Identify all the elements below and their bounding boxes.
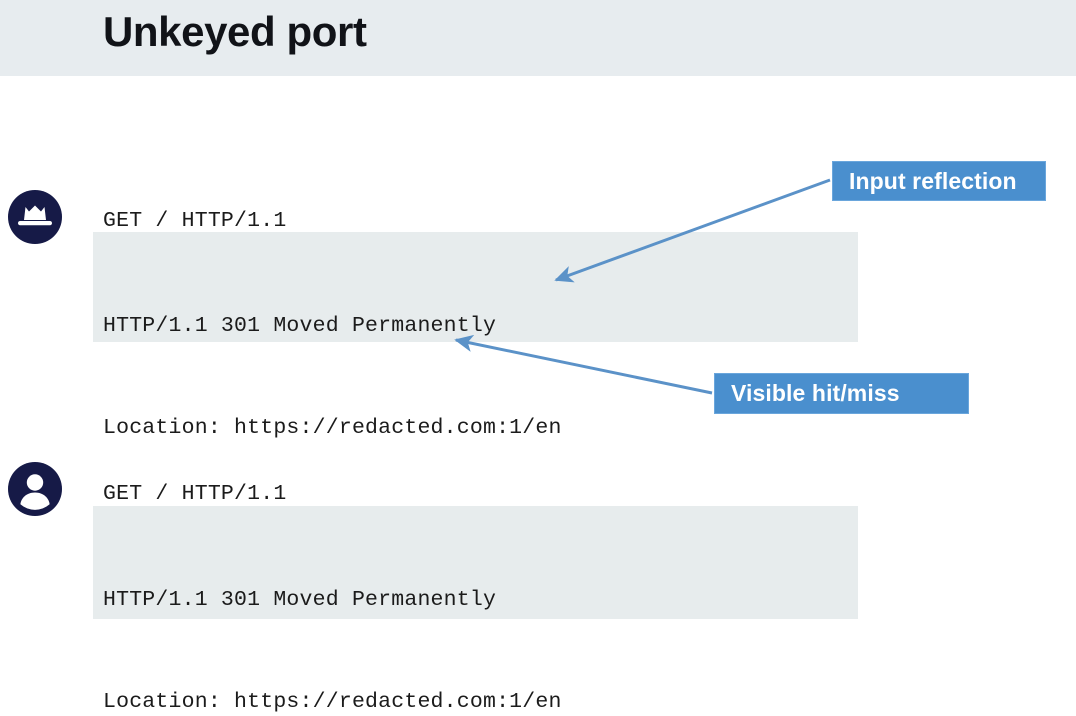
request-line: GET / HTTP/1.1: [103, 209, 287, 233]
callout-visible-hitmiss: Visible hit/miss: [714, 373, 969, 414]
location-header: Location: https://redacted.com:1/en: [103, 690, 562, 714]
slide-header-band: [0, 0, 1076, 76]
avatar-attacker: [8, 190, 62, 244]
request-line: GET / HTTP/1.1: [103, 482, 287, 506]
status-line: HTTP/1.1 301 Moved Permanently: [103, 314, 497, 338]
hat-avatar-icon: [8, 190, 62, 244]
victim-response-block: HTTP/1.1 301 Moved Permanently Location:…: [93, 506, 858, 714]
person-avatar-icon: [8, 462, 62, 516]
callout-input-reflection: Input reflection: [832, 161, 1046, 201]
avatar-victim: [8, 462, 62, 516]
page-title: Unkeyed port: [103, 8, 367, 55]
callout-label: Visible hit/miss: [731, 380, 900, 406]
location-header: Location: https://redacted.com:1/en: [103, 416, 562, 440]
callout-label: Input reflection: [849, 167, 1017, 194]
attacker-response-block: HTTP/1.1 301 Moved Permanently Location:…: [93, 232, 858, 542]
status-line: HTTP/1.1 301 Moved Permanently: [103, 588, 497, 612]
